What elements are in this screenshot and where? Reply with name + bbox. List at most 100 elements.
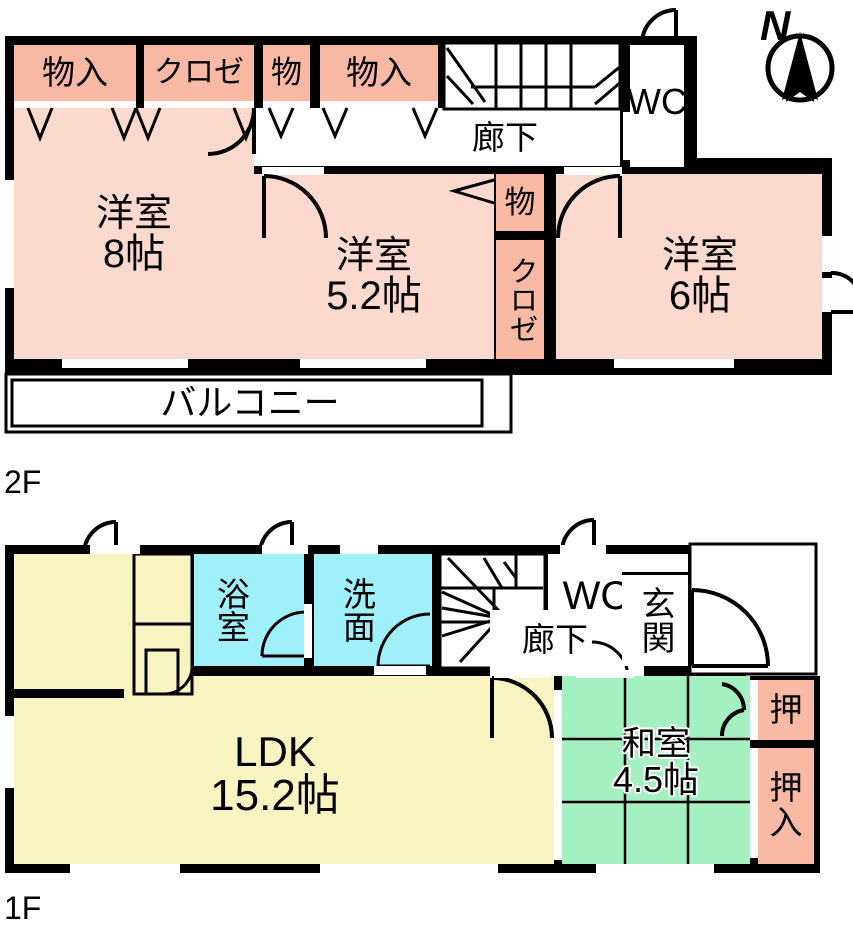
f1-washroom-bottom-door-strip xyxy=(374,666,426,675)
f2-closet-track-2 xyxy=(144,101,254,108)
f2-room52-door-strip xyxy=(262,167,324,175)
f2-balcony-label: バルコニー xyxy=(160,381,340,423)
f1-japanese-room-label: 和室 4.5帖 xyxy=(562,708,750,818)
f2-room8-window-left xyxy=(5,180,14,288)
f1-washroom-label: 洗面 xyxy=(338,577,376,643)
f2-closet-monoire-2 xyxy=(320,45,438,101)
f1-washroom xyxy=(314,554,432,666)
f1-washitsu-door-strip xyxy=(750,680,758,740)
f1-oshiire-char2: 入 xyxy=(769,804,803,841)
f2-toilet-label: WC xyxy=(627,81,687,122)
f2-closet-mono-label: 物 xyxy=(271,55,302,91)
compass-needle-icon xyxy=(765,32,835,103)
f2-room6-balcony-door-icon xyxy=(830,270,853,314)
f2-western-room-52 xyxy=(254,174,494,359)
f2-wc-door-strip xyxy=(623,112,631,160)
f2-closet-kuroze-label: クロゼ xyxy=(154,55,244,89)
f1-ldk-partition-stub xyxy=(14,689,124,698)
f1-bathroom-label: 浴室 xyxy=(212,577,250,643)
f1-kitchen-counter-icon xyxy=(132,552,194,696)
f2-closet-monoire-1-label: 物入 xyxy=(42,54,108,92)
f1-washroom-window-top xyxy=(262,545,308,554)
f2-closet-track-4 xyxy=(320,101,438,108)
f1-entrance-label: 玄関 xyxy=(636,586,674,654)
f1-bathroom-door-icon xyxy=(260,610,307,658)
floor-label-2f: 2F xyxy=(4,464,42,500)
f1-closet-oshiire xyxy=(758,748,814,864)
f2-closet-monoire-1 xyxy=(14,45,136,101)
f2-staircase-icon xyxy=(442,41,622,111)
f2-room52-name: 洋室 xyxy=(335,235,412,278)
f1-ldk-door-icon xyxy=(490,676,554,739)
f2-wc-door-icon xyxy=(640,8,678,45)
f2-room6-door-right xyxy=(822,278,832,312)
floor-plan-2f: 物入 クロゼ 物 物入 洋室 8帖 廊下 xyxy=(4,8,853,500)
f1-entrance-door-icon xyxy=(690,588,770,668)
f2-toilet-room xyxy=(630,45,684,167)
f2-balcony xyxy=(4,372,513,434)
f2-room52-window-bottom xyxy=(300,359,426,368)
f1-washitsu-name: 和室 xyxy=(622,725,690,764)
f2-closet-track-1 xyxy=(14,101,136,108)
f1-ldk-label: LDK 15.2帖 xyxy=(150,720,400,830)
f2-room6-window-right xyxy=(822,236,832,272)
floor-label-1f: 1F xyxy=(4,890,42,926)
f2-room6-name: 洋室 xyxy=(661,235,738,278)
f2-corridor-label: 廊下 xyxy=(472,119,538,157)
compass-rose: N xyxy=(752,2,848,110)
f2-closet-monoire-2-label: 物入 xyxy=(346,54,412,92)
f2-closet-kuroze-mid xyxy=(496,240,544,359)
f1-washroom-door-icon xyxy=(376,612,431,668)
f2-closet-track-3 xyxy=(263,101,310,108)
f1-toilet-label: WC xyxy=(562,573,630,618)
f2-room8-size: 8帖 xyxy=(102,231,166,276)
f2-closet-mono xyxy=(263,45,310,101)
f1-corridor-body xyxy=(490,610,644,666)
f1-washitsu-window-bottom xyxy=(596,864,714,873)
f1-bathroom-door-strip xyxy=(304,604,312,658)
f2-room52-size: 5.2帖 xyxy=(326,273,422,318)
f2-closet-arrow-group-2 xyxy=(267,107,439,140)
f1-washroom-window-top2 xyxy=(340,545,378,554)
f1-closet-oshiire-label: 押 入 xyxy=(758,748,814,864)
f1-ldk-window-bottom-2 xyxy=(320,864,498,873)
f1-oshiire-char1: 押 xyxy=(769,769,803,807)
f2-room6-window-bottom xyxy=(614,359,734,368)
f1-washitsu-door-strip-2 xyxy=(750,748,758,858)
f1-corridor-label: 廊下 xyxy=(522,621,588,659)
f2-corridor xyxy=(254,108,620,166)
f2-closet-mono-mid xyxy=(496,174,544,231)
f2-western-room-8 xyxy=(14,108,254,359)
f1-tatami-grid xyxy=(562,676,750,864)
f1-washitsu-size: 4.5帖 xyxy=(612,758,700,800)
f2-mono-arrow-icon xyxy=(448,178,495,205)
f2-door-room6-icon xyxy=(556,174,622,239)
f1-washitsu-door-strip-left xyxy=(554,690,562,860)
f2-western-room-6 xyxy=(556,174,822,359)
f2-closet-kuroze-mid-label: クロゼ xyxy=(504,256,537,343)
f1-ldk-size: 15.2帖 xyxy=(210,770,340,820)
f1-bathroom xyxy=(194,554,304,666)
f1-washitsu-window-top xyxy=(576,670,634,678)
f1-washitsu-door-icon xyxy=(719,682,747,737)
f1-ldk-door-strip-top1 xyxy=(90,545,140,554)
f2-western-room-6-label: 洋室 6帖 xyxy=(580,222,820,332)
f2-room8-name: 洋室 xyxy=(95,193,172,236)
f1-ldk-main xyxy=(14,676,554,864)
f1-ldk-window-left xyxy=(5,716,14,788)
f2-door-room8-icon xyxy=(207,107,256,156)
f2-western-room-52-label: 洋室 5.2帖 xyxy=(254,222,494,332)
f2-room6-size: 6帖 xyxy=(668,273,732,318)
f2-room8-window-bottom xyxy=(62,359,188,368)
f1-ldk-name: LDK xyxy=(234,728,316,776)
f1-ldk-window-bottom-1 xyxy=(70,864,180,873)
f1-closet-oshi-label: 押 xyxy=(769,691,803,729)
f1-japanese-room xyxy=(562,676,750,864)
f1-ldk-corridor-door-strip xyxy=(494,670,550,678)
f1-wc-window-top xyxy=(560,545,606,554)
f1-closet-oshi xyxy=(758,680,814,740)
f2-closet-kuroze xyxy=(144,45,254,101)
f2-closet-mono-mid-label: 物 xyxy=(504,184,536,220)
